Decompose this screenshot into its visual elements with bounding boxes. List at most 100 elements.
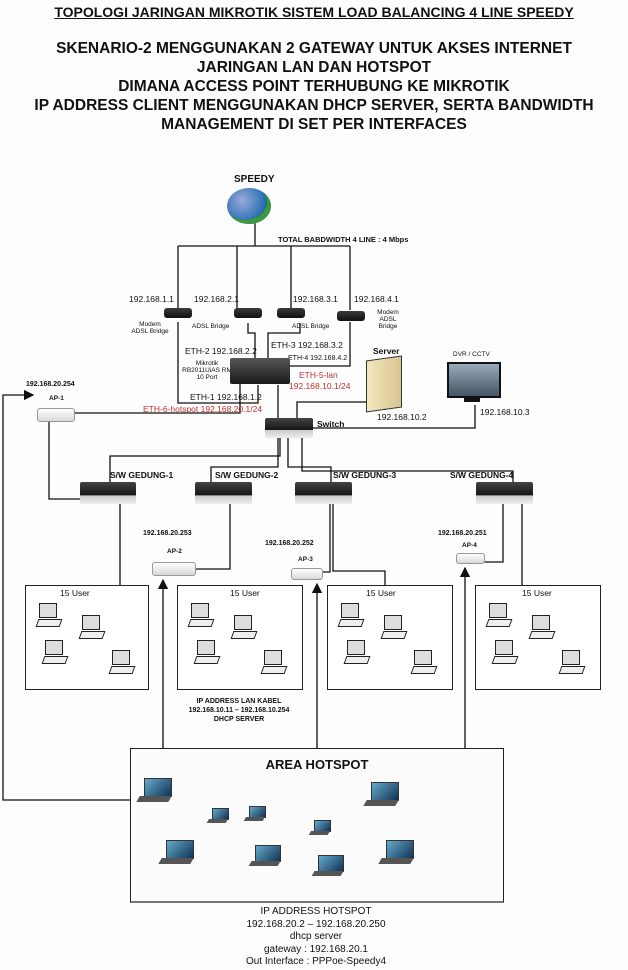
- modem-2-ip: 192.168.2.1: [194, 294, 239, 304]
- subtitle-line: JARINGAN LAN DAN HOTSPOT: [196, 59, 432, 76]
- computer-icon: [337, 603, 365, 627]
- computer-icon: [491, 640, 519, 664]
- globe-icon: [227, 188, 271, 224]
- building-2-switch-icon: [195, 482, 252, 504]
- laptop-icon: [248, 845, 281, 870]
- subtitle-line: DIMANA ACCESS POINT TERHUBUNG KE MIKROTI…: [118, 78, 510, 95]
- computer-icon: [558, 650, 586, 674]
- hotspot-info-line: dhcp server: [289, 931, 343, 942]
- server-icon: [366, 355, 402, 413]
- modem-2-label: ADSL Bridge: [192, 323, 230, 330]
- diagram-title: TOPOLOGI JARINGAN MIKROTIK SISTEM LOAD B…: [54, 4, 574, 20]
- ap-1-label: AP-1: [49, 395, 64, 402]
- building-4-label: S/W GEDUNG-4: [450, 470, 514, 480]
- hotspot-info-line: 192.168.20.2 – 192.168.20.250: [246, 918, 386, 930]
- subtitle-line: IP ADDRESS CLIENT MENGGUNAKAN DHCP SERVE…: [34, 97, 594, 114]
- modem-3-label: ADSL Bridge: [292, 323, 330, 330]
- computer-icon: [260, 650, 288, 674]
- hotspot-title: AREA HOTSPOT: [265, 757, 369, 772]
- modem-1-ip: 192.168.1.1: [129, 294, 174, 304]
- ap-2-label: AP-2: [167, 548, 182, 555]
- dvr-monitor-icon: [447, 362, 501, 398]
- access-point-icon: [456, 553, 485, 564]
- laptop-icon: [243, 806, 267, 823]
- user-count: 15 User: [60, 588, 90, 598]
- eth1-label: ETH-1 192.168.1.2: [190, 392, 262, 402]
- modem-2-icon: [234, 308, 262, 318]
- computer-icon: [410, 650, 438, 674]
- server-label: Server: [373, 346, 400, 356]
- laptop-icon: [308, 820, 332, 837]
- hotspot-info-line: gateway : 192.168.20.1: [264, 943, 368, 955]
- computer-icon: [343, 640, 371, 664]
- computer-icon: [41, 640, 69, 664]
- hotspot-info: IP ADDRESS HOTSPOT 192.168.20.2 – 192.16…: [130, 906, 502, 969]
- server-ip: 192.168.10.2: [377, 412, 427, 422]
- modem-3-ip: 192.168.3.1: [293, 294, 338, 304]
- access-point-icon: [37, 408, 75, 422]
- hotspot-info-line: Out Interface : PPPoe-Speedy4: [245, 956, 387, 967]
- ap-4-ip: 192.168.20.251: [438, 530, 487, 537]
- building-1-switch-icon: [80, 482, 136, 504]
- modem-1-label: Modem ADSL Bridge: [131, 321, 169, 335]
- computer-icon: [187, 603, 215, 627]
- dvr-label: DVR / CCTV: [453, 351, 490, 358]
- modem-3-icon: [277, 308, 305, 318]
- dvr-ip: 192.168.10.3: [480, 407, 530, 417]
- ap-2-ip: 192.168.20.253: [143, 530, 192, 537]
- subtitle-line: SKENARIO-2 MENGGUNAKAN 2 GATEWAY UNTUK A…: [56, 40, 572, 57]
- lan-info-line: IP ADDRESS LAN KABEL: [196, 698, 282, 705]
- building-2-label: S/W GEDUNG-2: [215, 470, 279, 480]
- ap-3-label: AP-3: [298, 556, 313, 563]
- user-count: 15 User: [230, 588, 260, 598]
- lan-info-line: 192.168.10.11 – 192.168.10.254: [188, 707, 290, 714]
- eth5-label: ETH-5-lan: [299, 370, 338, 380]
- router-label: Mikrotik RB2011UiAS RM 10 Port: [178, 360, 236, 381]
- computer-icon: [108, 650, 136, 674]
- user-count: 15 User: [366, 588, 396, 598]
- laptop-icon: [363, 782, 399, 810]
- subtitle-line: MANAGEMENT DI SET PER INTERFACES: [161, 116, 467, 133]
- modem-4-label: Modem ADSL Bridge: [377, 309, 399, 330]
- computer-icon: [230, 615, 258, 639]
- laptop-icon: [136, 778, 172, 806]
- eth5-ip: 192.168.10.1/24: [289, 381, 351, 391]
- lan-info: IP ADDRESS LAN KABEL 192.168.10.11 – 192…: [177, 697, 301, 724]
- modem-4-ip: 192.168.4.1: [354, 294, 399, 304]
- eth6-label: ETH-6-hotspot 192.168.20.1/24: [143, 404, 263, 414]
- computer-icon: [380, 615, 408, 639]
- computer-icon: [193, 640, 221, 664]
- hotspot-info-line: IP ADDRESS HOTSPOT: [260, 906, 372, 917]
- building-1-label: S/W GEDUNG-1: [110, 470, 174, 480]
- router-label-line: Mikrotik: [195, 360, 219, 367]
- router-label-line: RB2011UiAS RM: [182, 367, 232, 374]
- laptop-icon: [378, 840, 414, 868]
- computer-icon: [78, 615, 106, 639]
- monitor-stand: [464, 396, 480, 402]
- mikrotik-router-icon: [230, 358, 290, 384]
- modem-4-icon: [337, 311, 365, 321]
- lan-info-line: DHCP SERVER: [213, 716, 265, 723]
- laptop-icon: [311, 855, 344, 880]
- computer-icon: [528, 615, 556, 639]
- access-point-icon: [291, 568, 323, 580]
- eth3-label: ETH-3 192.168.3.2: [271, 340, 343, 350]
- computer-icon: [35, 603, 63, 627]
- speedy-label: SPEEDY: [234, 174, 275, 185]
- switch-icon: [265, 418, 313, 438]
- bandwidth-label: TOTAL BABDWIDTH 4 LINE : 4 Mbps: [278, 235, 409, 244]
- router-label-line: 10 Port: [196, 374, 218, 381]
- ap-3-ip: 192.168.20.252: [265, 540, 314, 547]
- building-3-label: S/W GEDUNG-3: [333, 470, 397, 480]
- switch-label: Switch: [317, 419, 345, 429]
- building-3-switch-icon: [295, 482, 352, 504]
- building-4-switch-icon: [476, 482, 533, 504]
- modem-1-icon: [164, 308, 192, 318]
- laptop-icon: [206, 808, 230, 825]
- ap-1-ip: 192.168.20.254: [26, 381, 75, 388]
- laptop-icon: [158, 840, 194, 868]
- access-point-icon: [152, 562, 196, 576]
- ap-4-label: AP-4: [462, 542, 477, 549]
- eth4-label: ETH-4 192.168.4.2: [288, 355, 348, 362]
